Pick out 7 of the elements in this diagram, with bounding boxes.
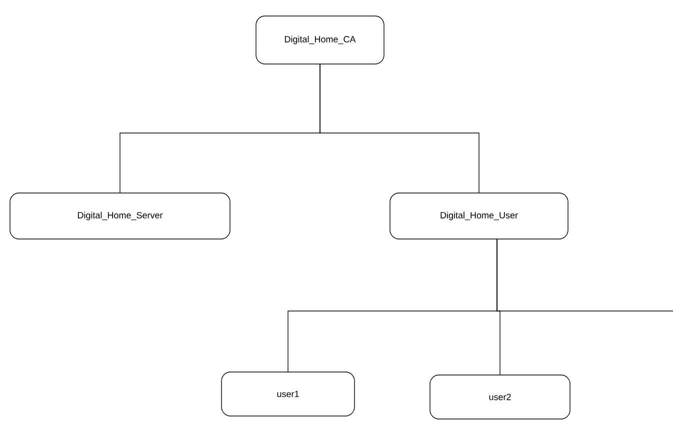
process-box: user2	[430, 374, 570, 420]
process-box: Digital_Home_CA	[256, 16, 384, 64]
connector-line	[496, 239, 673, 312]
connector-line	[320, 64, 480, 193]
process-box: Digital_Home_Server	[10, 192, 230, 240]
process-box: Digital_Home_User	[390, 192, 568, 240]
process-box: user1	[221, 372, 355, 416]
